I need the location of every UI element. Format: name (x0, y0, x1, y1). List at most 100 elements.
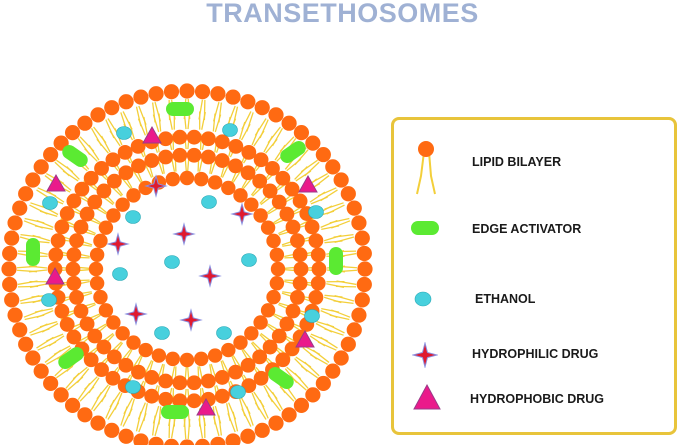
inner-head (233, 335, 248, 350)
outer-head (12, 322, 28, 338)
outer-inner-tail (326, 283, 345, 288)
outer-head (325, 363, 341, 379)
hydrophilic-drug (172, 222, 196, 246)
mid-inner-head (290, 233, 305, 249)
outer-head (268, 415, 284, 431)
page-title: TRANSETHOSOMES (206, 0, 479, 28)
outer-head (340, 336, 356, 352)
inner-head (138, 342, 153, 358)
legend-label-ethanol: ETHANOL (475, 292, 536, 306)
mid-inner-head (144, 153, 160, 168)
inner-head (165, 351, 180, 367)
outer-inner-tail (88, 377, 100, 394)
outer-inner-tail (28, 265, 48, 269)
edge-activator (166, 102, 194, 116)
mid-inner-head (66, 275, 82, 291)
mid-inner-head (106, 349, 122, 365)
outer-inner-tail (114, 392, 123, 410)
outer-head (179, 83, 195, 99)
outer-inner-tail (274, 144, 286, 161)
outer-head (77, 115, 93, 131)
inner-head (115, 197, 130, 212)
mid-inner-head (69, 289, 84, 305)
inner-head (89, 276, 105, 291)
outer-head (195, 438, 210, 445)
hydrophilic-drug (179, 308, 203, 332)
inner-head (269, 276, 285, 291)
mid-inner-head (271, 328, 287, 344)
inner-head (88, 261, 104, 277)
mid-outer-head (54, 303, 70, 319)
mid-outer-head (304, 219, 320, 235)
outer-head (53, 387, 69, 403)
mid-outer-head (253, 370, 269, 386)
mid-outer-head (50, 233, 66, 249)
mid-inner-head (158, 149, 174, 165)
outer-head (210, 436, 226, 445)
outer-inner-tail (152, 114, 160, 133)
outer-head (77, 407, 93, 423)
mid-inner-head (228, 364, 243, 380)
outer-inner-tail (168, 111, 173, 130)
mid-inner-head (285, 219, 301, 235)
mid-inner-head (292, 275, 308, 291)
mid-inner-head (252, 173, 268, 189)
outer-inner-tail (321, 225, 340, 230)
outer-head (164, 438, 179, 445)
outer-head (33, 363, 49, 379)
mid-inner-head (106, 173, 122, 189)
ethanol (41, 293, 57, 307)
mid-outer-head (311, 261, 327, 277)
outer-inner-tail (48, 191, 65, 203)
mid-inner-head (214, 153, 230, 168)
outer-head (118, 428, 134, 444)
outer-head (293, 397, 310, 413)
ethanol (308, 205, 324, 219)
outer-head (133, 89, 149, 105)
outer-head (4, 292, 20, 308)
inner-head (244, 197, 259, 212)
outer-inner-tail (48, 335, 65, 347)
mid-outer-head (94, 160, 109, 176)
outer-head (315, 146, 331, 163)
mid-inner-head (87, 194, 103, 210)
ethanol (116, 126, 132, 140)
outer-head (90, 107, 106, 123)
outer-inner-tail (101, 135, 111, 153)
outer-inner-tail (137, 402, 146, 420)
mid-outer-head (117, 144, 133, 160)
edge-activator-icon (411, 221, 439, 235)
edge-activator (26, 238, 40, 266)
outer-inner-tail (295, 356, 312, 368)
mid-outer-head (253, 152, 269, 168)
mid-inner-head (131, 364, 146, 380)
outer-head (118, 94, 134, 110)
mid-outer-head (172, 393, 188, 409)
mid-outer-head (310, 247, 326, 263)
outer-inner-tail (240, 397, 251, 415)
inner-head (179, 170, 195, 186)
inner-head (98, 303, 114, 318)
outer-inner-tail (323, 296, 342, 304)
mid-outer-head (74, 181, 90, 197)
edge-activator (280, 140, 306, 164)
outer-head (351, 307, 367, 323)
outer-head (333, 172, 349, 188)
inner-head (221, 180, 236, 196)
mid-outer-head (186, 393, 202, 409)
outer-inner-tail (101, 385, 111, 403)
outer-inner-tail (240, 123, 251, 141)
mid-inner-head (73, 219, 89, 235)
mid-inner-head (144, 370, 160, 385)
inner-head (253, 315, 268, 330)
mid-outer-head (292, 193, 308, 209)
outer-head (148, 436, 164, 445)
mid-outer-head (241, 144, 257, 160)
outer-head (179, 439, 195, 445)
outer-inner-tail (316, 321, 335, 328)
edge-activator (329, 247, 343, 275)
inner-head (106, 315, 121, 330)
inner-head (266, 233, 281, 249)
outer-head (25, 172, 41, 188)
